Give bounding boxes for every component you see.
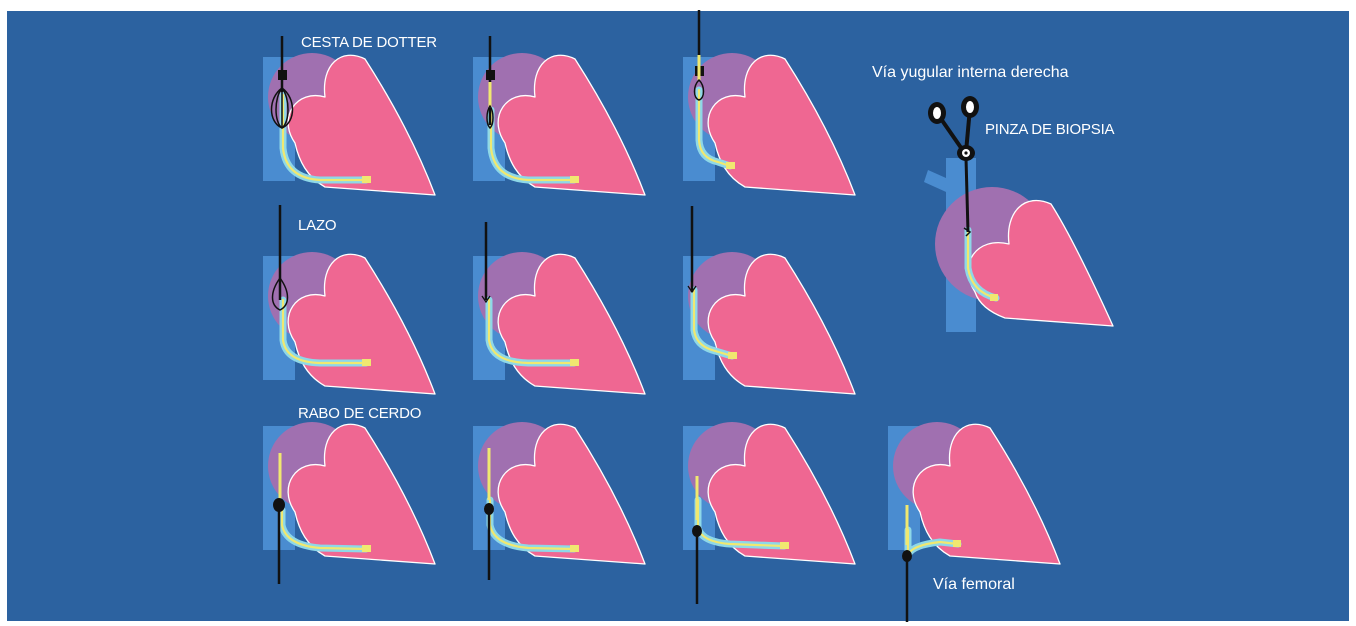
pigtail-catheter-icon	[273, 498, 285, 512]
pigtail-catheter-icon	[692, 525, 702, 537]
heart-icon	[263, 422, 435, 564]
pigtail-catheter-icon	[484, 503, 494, 515]
lazo-step-1	[263, 205, 435, 394]
pigtail-step-1	[263, 422, 435, 584]
heart-icon	[888, 422, 1060, 564]
pigtail-step-2	[473, 422, 645, 580]
heart-icon	[263, 53, 435, 195]
label-dotter-basket: CESTA DE DOTTER	[301, 35, 437, 50]
lazo-step-2	[473, 222, 645, 394]
pigtail-step-3	[683, 422, 855, 604]
heart-icon	[473, 252, 645, 394]
label-biopsy-forceps: PINZA DE BIOPSIA	[985, 122, 1114, 137]
label-pigtail: RABO DE CERDO	[298, 406, 421, 421]
heart-icon	[683, 252, 855, 394]
pigtail-catheter-icon	[902, 550, 912, 562]
dotter-step-1	[263, 36, 435, 195]
heart-icon	[683, 53, 855, 195]
label-jugular-route: Vía yugular interna derecha	[872, 65, 1069, 81]
lazo-step-3	[683, 206, 855, 394]
dotter-step-2	[473, 36, 645, 195]
dotter-step-3	[683, 10, 855, 195]
biopsy-forceps-icon	[928, 96, 979, 161]
label-femoral-route: Vía femoral	[933, 577, 1015, 593]
heart-icon	[263, 252, 435, 394]
heart-icon	[473, 53, 645, 195]
label-snare: LAZO	[298, 218, 336, 233]
